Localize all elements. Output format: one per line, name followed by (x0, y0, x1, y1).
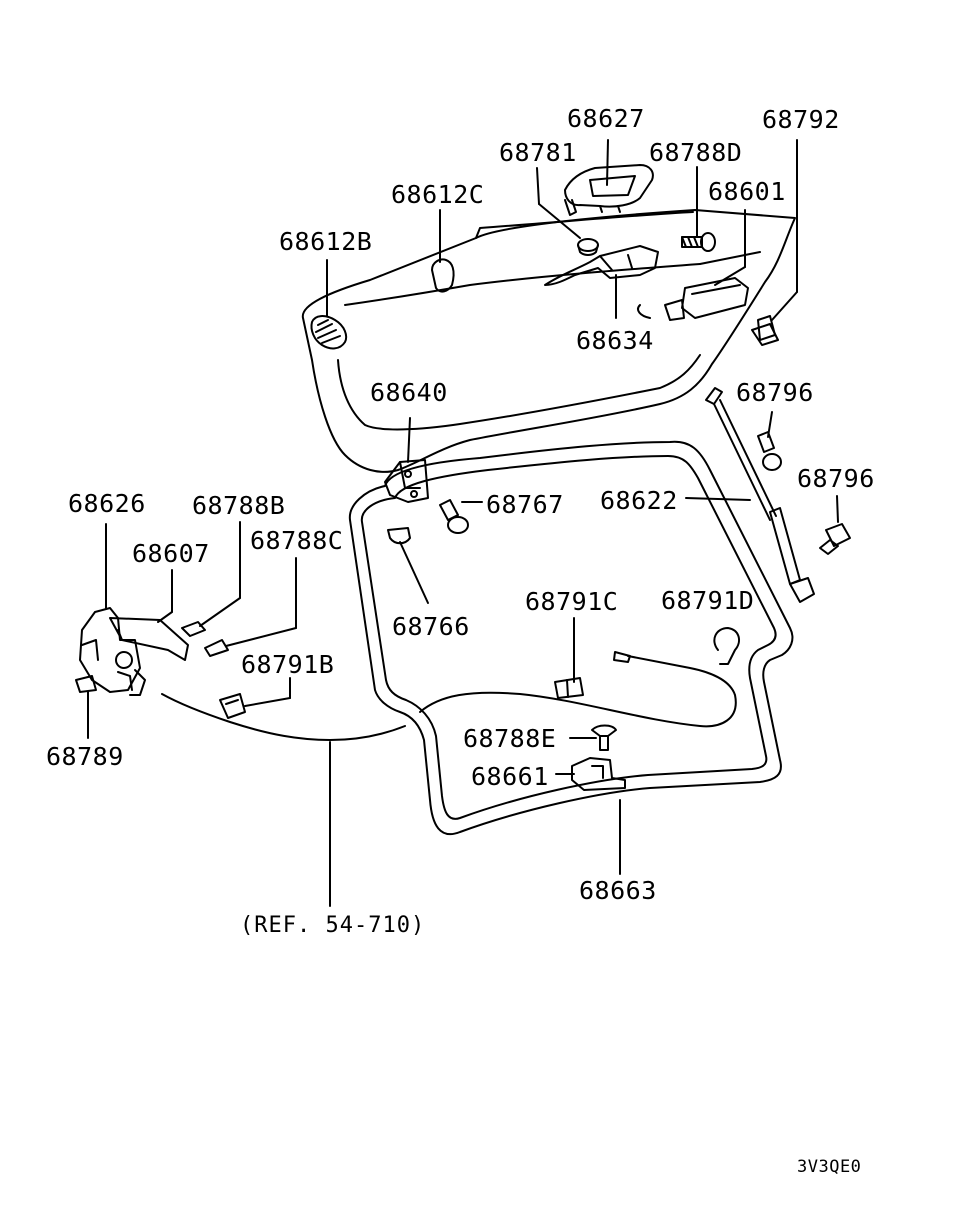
part-label-68791D: 68791D (661, 586, 755, 615)
part-label-68791C: 68791C (525, 587, 619, 616)
hinge-68640 (385, 460, 428, 502)
lock-rod-68634 (545, 246, 658, 285)
bumper-68612C (432, 259, 454, 291)
screw-68788D (682, 233, 715, 251)
screw-68788B (182, 622, 205, 636)
actuator-68601 (638, 278, 748, 320)
part-label-68788B: 68788B (192, 491, 286, 520)
cable-end (614, 652, 630, 662)
part-label-68788E: 68788E (463, 724, 557, 753)
part-label-68607: 68607 (132, 539, 210, 568)
part-label-68601: 68601 (708, 177, 786, 206)
striker-68661 (572, 758, 625, 790)
part-label-68626: 68626 (68, 489, 146, 518)
bracket-68607 (110, 618, 188, 660)
part-label-68661: 68661 (471, 762, 549, 791)
inner-cable-loop (420, 656, 736, 726)
part-label-68634: 68634 (576, 326, 654, 355)
part-label-68612B: 68612B (279, 227, 373, 256)
screw-68788C (205, 640, 228, 656)
part-label-68622: 68622 (600, 486, 678, 515)
bolt-68796-upper (758, 432, 781, 470)
latch-68626 (80, 608, 145, 695)
clip-68766 (388, 528, 410, 543)
bolt-68767 (440, 500, 468, 533)
part-label-68788C: 68788C (250, 526, 344, 555)
part-label-68612C: 68612C (391, 180, 485, 209)
part-label-68791B: 68791B (241, 650, 335, 679)
clip-68791C (555, 678, 583, 698)
gas-strut-68622 (706, 388, 814, 602)
part-label-68627: 68627 (567, 104, 645, 133)
reference-note: (REF. 54-710) (240, 913, 426, 938)
part-label-68796-upper: 68796 (736, 378, 814, 407)
screw-68788E (592, 726, 616, 751)
weatherstrip-outer (350, 442, 793, 834)
bolt-68792 (752, 316, 778, 345)
clip-68791D (714, 628, 739, 664)
part-label-68766: 68766 (392, 612, 470, 641)
leader-lines (88, 140, 838, 906)
tailgate-panel (303, 210, 795, 472)
clip-68789 (76, 676, 96, 692)
release-cable (162, 694, 405, 740)
handle-68627 (565, 165, 653, 215)
part-label-68767: 68767 (486, 490, 564, 519)
part-label-68640: 68640 (370, 378, 448, 407)
part-label-68788D: 68788D (649, 138, 743, 167)
part-label-68792: 68792 (762, 105, 840, 134)
drawing-code: 3V3QE0 (797, 1157, 862, 1177)
clip-68791B (220, 694, 245, 718)
part-label-68663: 68663 (579, 876, 657, 905)
stopper-68612B (311, 316, 346, 348)
bolt-68796-lower (820, 524, 850, 554)
part-label-68789: 68789 (46, 742, 124, 771)
part-label-68781: 68781 (499, 138, 577, 167)
part-label-68796-lower: 68796 (797, 464, 875, 493)
grommet-68781 (578, 239, 598, 255)
